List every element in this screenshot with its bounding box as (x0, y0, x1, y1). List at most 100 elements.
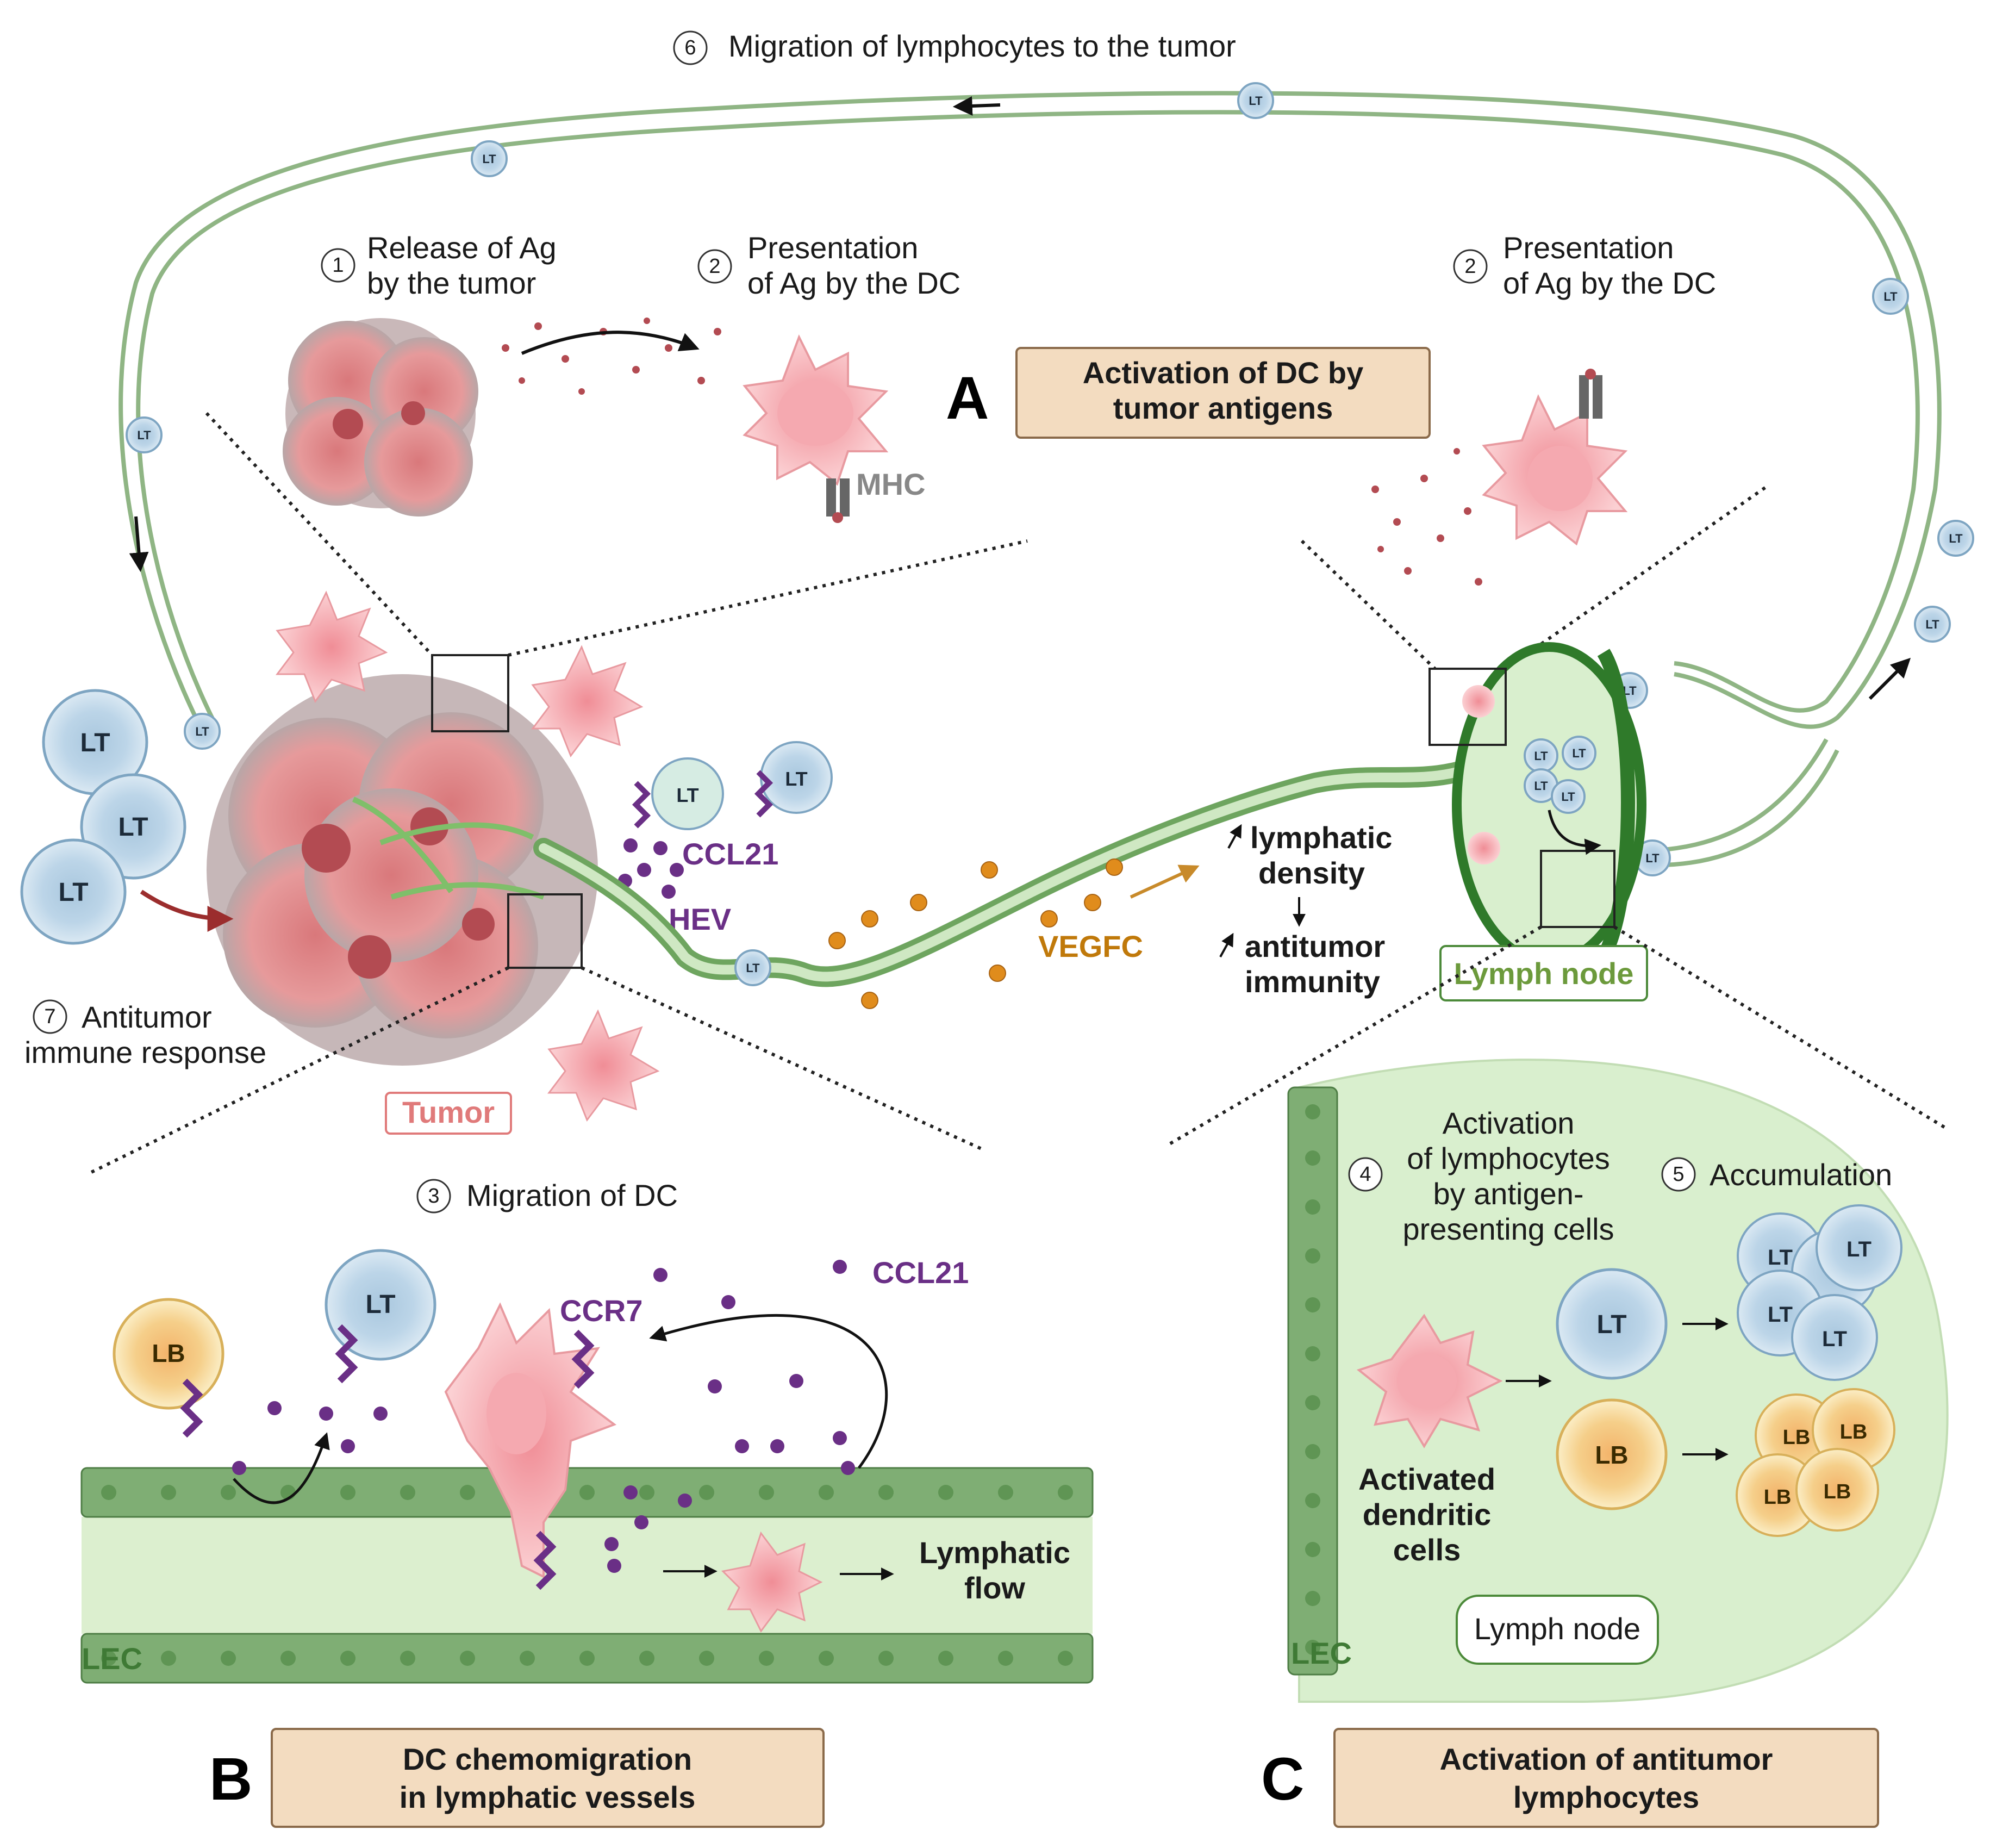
svg-text:LB: LB (1824, 1480, 1851, 1503)
svg-text:LT: LT (58, 878, 88, 907)
lt-cell-small: LT (1914, 606, 1951, 643)
zoom-lines-bc (86, 925, 1947, 1176)
step-2-label: 2 Presentation of Ag by the DC (697, 231, 960, 300)
svg-text:Activation of antitumor: Activation of antitumor (1440, 1742, 1773, 1776)
lt-cell: LT (1791, 1294, 1878, 1381)
dc-in-lymph-b (721, 1531, 823, 1633)
step-3-label: 3 Migration of DC (416, 1178, 678, 1214)
ccl21-b-label: CCL21 (872, 1255, 969, 1290)
step-7-label: 7 Antitumor immune response (24, 999, 266, 1069)
svg-text:of Ag by the DC: of Ag by the DC (747, 266, 960, 300)
svg-text:Lymph node: Lymph node (1454, 956, 1634, 991)
svg-text:in lymphatic vessels: in lymphatic vessels (400, 1780, 696, 1814)
svg-text:LEC: LEC (1291, 1636, 1352, 1670)
lt-cell-small: LT (1551, 779, 1586, 814)
svg-text:Lymph node: Lymph node (1474, 1611, 1640, 1646)
release-arrow (521, 331, 700, 355)
svg-text:antitumor: antitumor (1245, 929, 1385, 963)
svg-text:LT: LT (1534, 779, 1548, 793)
svg-text:2: 2 (709, 255, 720, 278)
lt-cell-small: LT (471, 140, 508, 177)
svg-text:LT: LT (746, 961, 760, 975)
step-1-label: 1 Release of Ag by the tumor (321, 231, 557, 300)
svg-text:7: 7 (44, 1005, 55, 1028)
panel-c-letter: C (1261, 1746, 1304, 1813)
svg-text:lymphocytes: lymphocytes (1513, 1780, 1699, 1814)
panel-a-letter: A (946, 365, 989, 432)
panel-c-title: Activation of antitumor lymphocytes (1333, 1728, 1879, 1828)
panel-b-letter: B (209, 1746, 252, 1813)
svg-text:LT: LT (1645, 851, 1660, 865)
svg-text:LT: LT (676, 784, 698, 806)
svg-text:of Ag by the DC: of Ag by the DC (1503, 266, 1716, 300)
zoom-lines-a (205, 412, 1768, 670)
dc-near-tumor (276, 590, 660, 1122)
svg-text:LT: LT (1561, 790, 1575, 804)
antigen-particles (502, 318, 721, 395)
lt-cell-small: LT (1634, 839, 1671, 876)
svg-text:LB: LB (152, 1339, 185, 1367)
lt-cells-ccr7: LT LT (632, 741, 833, 830)
svg-text:LT: LT (1949, 532, 1963, 545)
svg-text:CCR7: CCR7 (560, 1293, 642, 1328)
svg-text:Presentation: Presentation (1503, 231, 1674, 265)
svg-text:Migration of DC: Migration of DC (466, 1178, 678, 1212)
lt-cell-c: LT (1556, 1268, 1668, 1380)
lt-cell: LT (651, 757, 724, 830)
vegfc-arrow (1130, 864, 1200, 899)
lymphatic-vessel-b: LEC (80, 1467, 1094, 1684)
lt-cell-small: LT (1524, 738, 1558, 773)
svg-text:1: 1 (332, 254, 344, 277)
lt-cell-small: LT (126, 416, 163, 453)
svg-text:lymphatic: lymphatic (1250, 820, 1392, 855)
svg-text:3: 3 (428, 1185, 439, 1208)
svg-text:Release of Ag: Release of Ag (367, 231, 557, 265)
svg-text:LT: LT (118, 813, 148, 842)
lb-cell-b: LB (113, 1298, 224, 1438)
svg-text:LT: LT (482, 152, 496, 166)
svg-text:Activated: Activated (1358, 1462, 1495, 1496)
vegfc-dots (828, 858, 1123, 1009)
lt-cell-small: LT (1237, 82, 1274, 119)
svg-text:LT: LT (365, 1290, 395, 1319)
svg-text:dendritic: dendritic (1363, 1497, 1491, 1532)
panel-a-title: Activation of DC by tumor antigens (1015, 347, 1431, 439)
svg-text:LT: LT (1925, 618, 1939, 631)
lt-cell: LT (42, 689, 148, 795)
svg-text:tumor antigens: tumor antigens (1113, 391, 1333, 425)
step-6-label: 6 Migration of lymphocytes to the tumor (673, 29, 1236, 65)
svg-text:LT: LT (1883, 290, 1898, 303)
step-4-label: 4 Activation of lymphocytes by antigen- … (1348, 1106, 1614, 1246)
panel-b-title: DC chemomigration in lymphatic vessels (271, 1728, 825, 1828)
lt-cell-small: LT (1937, 520, 1974, 557)
svg-text:LT: LT (80, 729, 110, 757)
svg-text:LT: LT (195, 725, 209, 738)
svg-text:LB: LB (1783, 1426, 1811, 1449)
antitumor-arrow (140, 889, 234, 932)
lt-exit-arrow (233, 1432, 330, 1504)
svg-text:LB: LB (1840, 1421, 1868, 1443)
svg-text:5: 5 (1673, 1163, 1684, 1186)
lymph-node-c-label: Lymph node (1456, 1595, 1659, 1665)
lt-cell: LT (1816, 1204, 1902, 1291)
svg-text:Activation: Activation (1443, 1106, 1575, 1140)
lt-cluster-c: LT LT LT LT (1737, 1204, 1902, 1381)
svg-text:DC chemomigration: DC chemomigration (403, 1742, 692, 1776)
lt-cell-small: LT (1872, 278, 1909, 315)
svg-text:of lymphocytes: of lymphocytes (1407, 1141, 1610, 1175)
lb-cluster-c: LB LB LB LB (1736, 1388, 1895, 1537)
lt-cell: LT (760, 741, 833, 814)
lt-cells-on-loop: LT LT LT LT LT LT LT LT LT (126, 82, 1974, 876)
svg-text:LT: LT (1572, 746, 1586, 760)
tumor-small (283, 318, 478, 517)
svg-text:LT: LT (1249, 94, 1263, 108)
lb-cell: LB (1736, 1453, 1819, 1537)
svg-text:LT: LT (1768, 1246, 1793, 1270)
lt-cell: LT (20, 838, 127, 945)
lymphatic-flow-label-2: flow (964, 1571, 1025, 1605)
lt-cell-b: LT (325, 1249, 436, 1384)
step-2-right-label: 2 Presentation of Ag by the DC (1453, 231, 1716, 300)
svg-text:by antigen-: by antigen- (1433, 1177, 1583, 1211)
lymph-node-label: Lymph node (1439, 945, 1648, 1001)
svg-text:LT: LT (1596, 1310, 1626, 1339)
